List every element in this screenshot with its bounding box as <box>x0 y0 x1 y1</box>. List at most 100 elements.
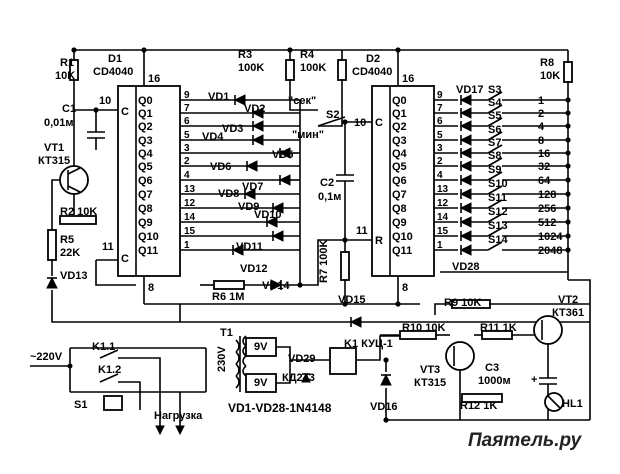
diode-body <box>251 107 264 119</box>
junction <box>565 137 571 143</box>
d1-q-label: Q4 <box>138 148 154 160</box>
r5-resistor <box>47 229 57 261</box>
d1-q-label: Q0 <box>138 95 153 107</box>
ground-return <box>51 290 590 323</box>
d2-label-r: R <box>375 235 383 247</box>
vd16-diode <box>380 373 392 386</box>
d1-diode-7 <box>278 174 291 186</box>
d2-diode-18 <box>459 107 472 119</box>
diode-body <box>459 147 472 159</box>
d1-pin-label: 4 <box>184 170 190 181</box>
switch-label: S9 <box>488 164 501 176</box>
diode-body <box>459 120 472 132</box>
vt1-emitter <box>67 185 81 193</box>
vd29-label: VD29 <box>288 353 316 365</box>
d2-chip <box>371 85 435 277</box>
d2-diode-26 <box>459 216 472 228</box>
d2-pin-label: 2 <box>437 156 443 167</box>
c1-val: 0,01м <box>44 117 74 129</box>
switch-label: S14 <box>488 234 508 246</box>
d1-q-label: Q11 <box>138 245 158 257</box>
r9-resistor <box>451 299 491 309</box>
vt3-transistor <box>445 341 475 371</box>
diode-body <box>278 147 291 159</box>
vt3-ref: VT3 <box>420 364 440 376</box>
d1-pin-vdd: 16 <box>148 73 160 85</box>
d2-diode-21 <box>459 147 472 159</box>
t1-9v-box-b <box>245 373 277 393</box>
t1-9v-box-a <box>245 337 277 357</box>
d2-diode-label: VD28 <box>452 261 480 273</box>
d1-diode-label: VD4 <box>202 131 224 143</box>
r5-ref: R5 <box>60 234 74 246</box>
switch-value: 16 <box>538 148 550 160</box>
d1-chip <box>117 85 181 277</box>
kd243-label: КД243 <box>282 372 315 384</box>
v9a-label: 9V <box>254 341 268 353</box>
s1-label: S1 <box>74 399 87 411</box>
switch-S7 <box>487 144 503 154</box>
d1-diode-label: VD9 <box>238 201 259 213</box>
diode-body <box>459 230 472 242</box>
t1-secondary-winding <box>242 355 247 367</box>
r2-resistor <box>59 215 97 225</box>
d2-diode-17 <box>459 94 472 106</box>
wire <box>51 179 60 210</box>
d2-q-label: Q9 <box>392 217 407 229</box>
c1-ref: C1 <box>62 103 76 115</box>
d2-pin-label: 1 <box>437 240 443 251</box>
switch-value: 128 <box>538 189 556 201</box>
d1-q-label: Q3 <box>138 135 153 147</box>
c3-val: 1000м <box>478 375 511 387</box>
d1-diode-label: VD11 <box>236 241 263 253</box>
labels: D1 CD4040 16 10 C 11 C 8 D2 CD4040 16 10… <box>30 49 584 451</box>
d1-pin-label: 15 <box>184 226 196 237</box>
d2-q-label: Q3 <box>392 135 407 147</box>
junction <box>565 97 571 103</box>
wire <box>118 357 161 410</box>
switch-S14 <box>487 241 503 251</box>
diode-body <box>245 160 258 172</box>
c3-ref: C3 <box>485 362 499 374</box>
d1-pin-label: 5 <box>184 130 190 141</box>
switch-S12 <box>487 213 503 223</box>
junction <box>565 247 571 253</box>
d2-q-label: Q10 <box>392 231 413 243</box>
d1-pin-label: 1 <box>184 240 190 251</box>
wire <box>289 80 318 111</box>
d1-ref: D1 <box>108 53 122 65</box>
switch-S4 <box>487 104 503 114</box>
junction <box>565 233 571 239</box>
d1-label-c: C <box>121 106 129 118</box>
r8-resistor <box>563 61 573 83</box>
junction <box>565 177 571 183</box>
d1-diode-6 <box>245 160 258 172</box>
r8-val: 10K <box>540 70 560 82</box>
diode-body <box>459 134 472 146</box>
d1-diode-label: VD10 <box>254 209 282 221</box>
switch-S9 <box>487 171 503 181</box>
vt1-transistor <box>59 165 89 195</box>
d1-diode-2 <box>251 107 264 119</box>
d1-diode-label: VD12 <box>240 263 268 275</box>
c2-ref: C2 <box>320 177 334 189</box>
r3-val: 100K <box>238 62 264 74</box>
d2-pin-label: 13 <box>437 184 449 195</box>
d1-diode-label: VD3 <box>222 123 243 135</box>
vd13-diode <box>46 276 58 289</box>
d2-pin-label: 14 <box>437 212 449 223</box>
r6-resistor <box>213 280 245 290</box>
s2-switch <box>317 116 346 127</box>
vt1-part: КТ315 <box>38 155 70 167</box>
d1-diode-1 <box>233 94 246 106</box>
d2-q-label: Q5 <box>392 161 407 173</box>
switch-S3 <box>487 91 503 101</box>
switch-value: 4 <box>538 121 545 133</box>
r1-val: 10K <box>55 70 75 82</box>
wire <box>276 360 291 384</box>
d1-diode-3 <box>251 120 264 132</box>
k11-contact <box>99 349 119 359</box>
wire <box>281 239 345 286</box>
v230-label: 230V <box>216 346 228 372</box>
t1-primary-winding <box>235 339 240 353</box>
